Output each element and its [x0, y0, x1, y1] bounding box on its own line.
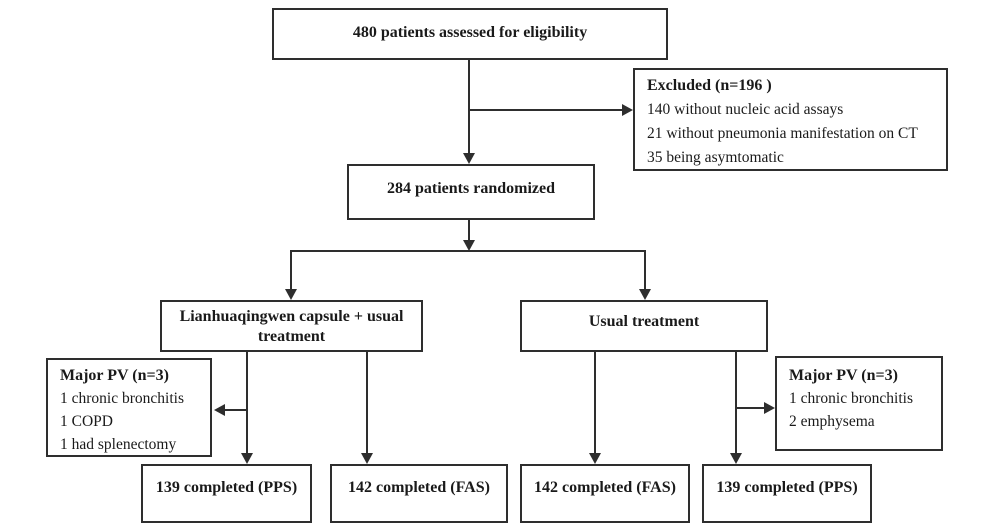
connector-branch-arm-left [290, 250, 292, 290]
arm-left-label: Lianhuaqingwen capsule + usual treatment [179, 308, 404, 345]
arm-left-box: Lianhuaqingwen capsule + usual treatment [160, 300, 423, 352]
connector-armright-fas [594, 352, 596, 453]
arrowhead-left-icon [214, 404, 225, 416]
pv-right-item: 1 chronic bronchitis [789, 390, 913, 407]
arrowhead-down-icon [361, 453, 373, 464]
randomized-box: 284 patients randomized [347, 164, 595, 220]
outcome-label: 142 completed (FAS) [534, 479, 676, 496]
outcome-label: 139 completed (PPS) [155, 479, 298, 496]
excluded-item: 21 without pneumonia manifestation on CT [647, 125, 918, 142]
connector-to-pv-right [736, 407, 764, 409]
pv-left-title: Major PV (n=3) [60, 367, 169, 384]
pv-right-item: 2 emphysema [789, 413, 875, 430]
excluded-title: Excluded (n=196 ) [647, 77, 772, 94]
pv-left-item: 1 chronic bronchitis [60, 390, 184, 407]
arm-right-label: Usual treatment [588, 313, 700, 330]
arrowhead-right-icon [764, 402, 775, 414]
arm-right-box: Usual treatment [520, 300, 768, 352]
connector-to-pv-left [225, 409, 247, 411]
connector-to-excluded [469, 109, 623, 111]
excluded-item: 35 being asymtomatic [647, 149, 784, 166]
arrowhead-down-icon [463, 153, 475, 164]
arrowhead-down-icon [285, 289, 297, 300]
outcome-label: 139 completed (PPS) [716, 479, 858, 496]
arrowhead-right-icon [622, 104, 633, 116]
pv-right-box: Major PV (n=3) 1 chronic bronchitis 2 em… [775, 356, 943, 451]
pv-right-title: Major PV (n=3) [789, 367, 898, 384]
connector-branch-arm-right [644, 250, 646, 290]
connector-armright-pps [735, 352, 737, 453]
arrowhead-down-icon [463, 240, 475, 251]
outcome-box-pps-right: 139 completed (PPS) [702, 464, 872, 523]
arrowhead-down-icon [639, 289, 651, 300]
connector-randomized-branch [468, 220, 470, 240]
pv-left-item: 1 had splenectomy [60, 436, 177, 453]
arrowhead-down-icon [241, 453, 253, 464]
excluded-box: Excluded (n=196 ) 140 without nucleic ac… [633, 68, 948, 171]
arrowhead-down-icon [730, 453, 742, 464]
outcome-box-fas-left: 142 completed (FAS) [330, 464, 508, 523]
outcome-box-fas-right: 142 completed (FAS) [520, 464, 690, 523]
eligibility-label: 480 patients assessed for eligibility [352, 24, 588, 41]
pv-left-item: 1 COPD [60, 413, 113, 430]
randomized-label: 284 patients randomized [387, 180, 555, 197]
connector-armleft-pps [246, 352, 248, 453]
outcome-label: 142 completed (FAS) [348, 479, 490, 496]
connector-eligibility-randomized [468, 60, 470, 154]
arrowhead-down-icon [589, 453, 601, 464]
pv-left-box: Major PV (n=3) 1 chronic bronchitis 1 CO… [46, 358, 212, 457]
excluded-item: 140 without nucleic acid assays [647, 101, 844, 118]
branch-line [290, 250, 646, 252]
eligibility-box: 480 patients assessed for eligibility [272, 8, 668, 60]
outcome-box-pps-left: 139 completed (PPS) [141, 464, 312, 523]
connector-armleft-fas [366, 352, 368, 453]
